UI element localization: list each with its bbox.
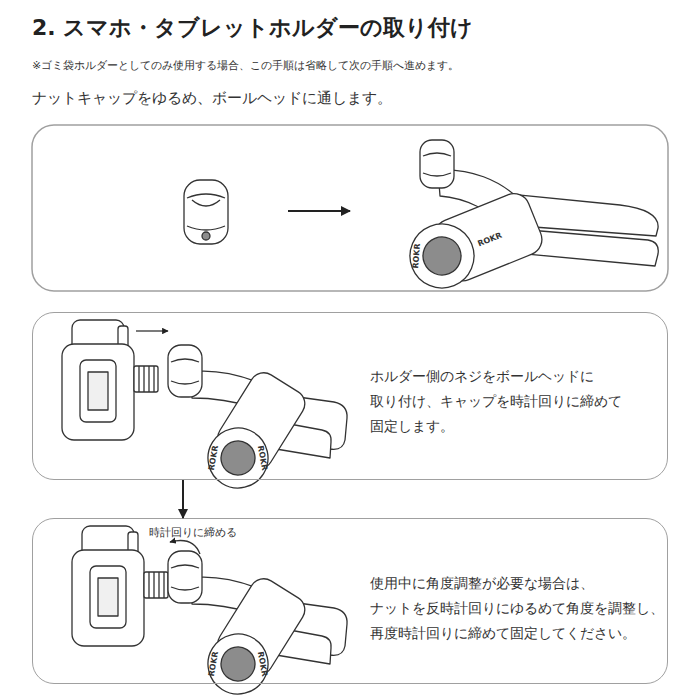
nut-cap [184,180,228,244]
flow-arrow [182,480,184,518]
instruction-text: ナットキャップをゆるめ、ボールヘッドに通します。 [32,89,392,108]
direction-arrow [288,210,350,212]
step-panel: ホルダー側のネジをボールヘッドに 取り付け、キャップを時計回りに締めて 固定しま… [32,312,668,480]
knob-face [400,214,483,297]
knob-center [417,231,466,280]
callout-text: 時計回りに締める [149,526,237,540]
cap-grip [187,194,225,230]
phone-holder [72,526,168,646]
clamp-assembly [400,140,658,298]
clamp-assembly [168,345,347,499]
instruction-text: ホルダー側のネジをボールヘッドに 取り付け、キャップを時計回りに締めて 固定しま… [370,364,650,439]
diagram-title: 2. スマホ・タブレットホルダーの取り付け [32,13,473,43]
step-panel: 時計回りに締める使用中に角度調整が必要な場合は、 ナットを反時計回りにゆるめて角… [32,518,668,684]
direction-arrow [136,330,168,331]
cap-grip [192,200,220,206]
instruction-text: 使用中に角度調整が必要な場合は、 ナットを反時計回りにゆるめて角度を調整し、 再… [370,571,675,646]
nut-cap-body [184,180,228,244]
note-text: ※ゴミ袋ホルダーとしてのみ使用する場合、この手順は省略して次の手順へ進めます。 [32,58,459,73]
step-panel [32,125,668,291]
phone-holder [62,320,158,440]
cap-hole [202,232,210,240]
clamp-assembly [168,551,347,700]
rotation-arrow [170,541,200,555]
nut-cap [420,140,454,188]
cap-grip [423,153,451,176]
knob-cylinder [400,189,546,298]
